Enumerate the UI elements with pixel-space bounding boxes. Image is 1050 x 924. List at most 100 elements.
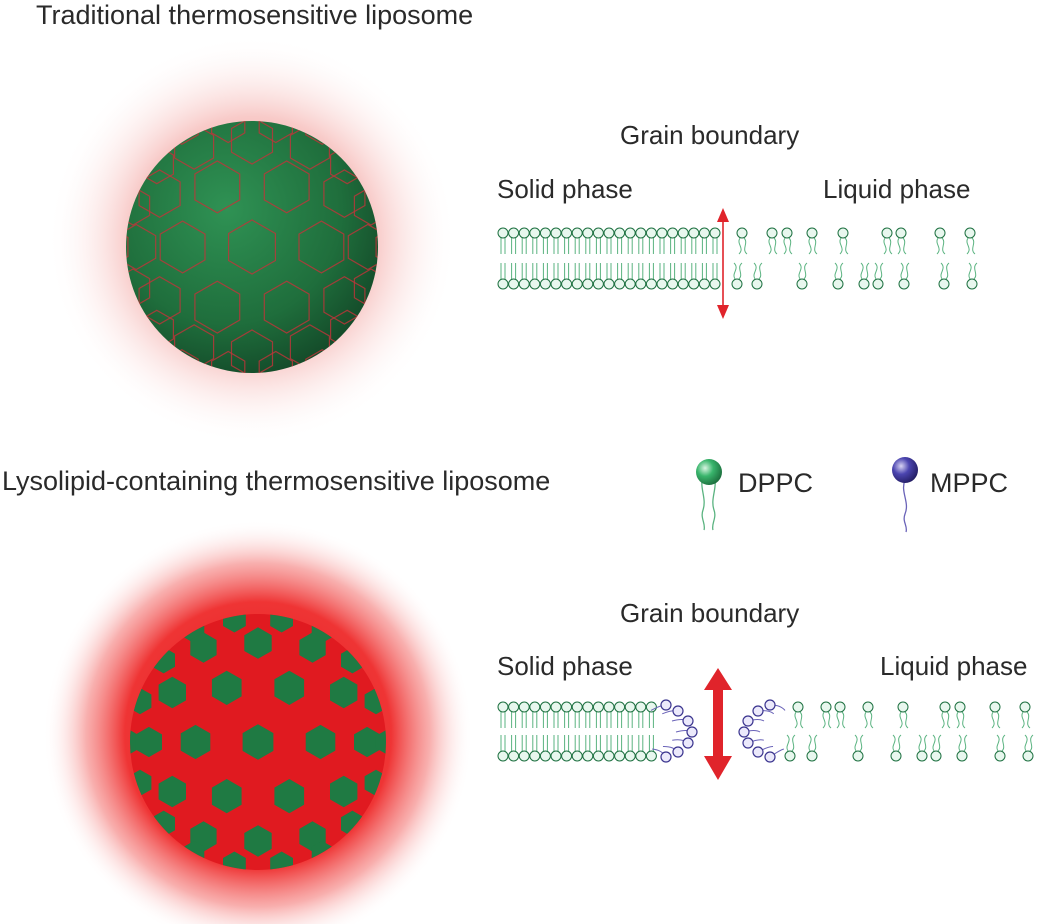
lipid [561, 701, 573, 728]
mppc-lipid [671, 715, 694, 727]
lipid [539, 735, 551, 762]
grain-cell [305, 724, 336, 760]
lipid [603, 263, 615, 290]
lipid [529, 735, 541, 762]
grain-outline [126, 227, 129, 267]
lipid [677, 263, 689, 290]
grain-outline [263, 160, 310, 214]
grain-cell [375, 730, 386, 754]
lipid [571, 227, 583, 254]
grain-cell [299, 632, 326, 663]
grain-outline [347, 223, 378, 271]
lipid [582, 227, 594, 254]
lipid [766, 227, 778, 255]
grain-cell [242, 724, 274, 760]
lipid [624, 735, 636, 762]
lipid [645, 227, 657, 254]
lipid [862, 701, 874, 729]
lipid [832, 262, 844, 290]
lipid [954, 701, 966, 729]
grain-outline [375, 227, 378, 267]
lipid [635, 701, 647, 728]
lipid [635, 227, 647, 254]
lipid [592, 263, 604, 290]
lipid [934, 227, 946, 255]
lipid [667, 227, 679, 254]
grain-outline [258, 121, 293, 144]
grain-outline [138, 169, 181, 218]
lipid [497, 701, 509, 728]
top-panel-title: Traditional thermosensitive liposome [36, 0, 474, 30]
grain-cell [270, 851, 293, 870]
traditional-liposome [47, 35, 457, 445]
grain-cell [190, 632, 217, 663]
lipid [582, 263, 594, 290]
lipid [561, 735, 573, 762]
grain-cell [211, 670, 242, 705]
lipid [603, 227, 615, 254]
mppc-lipid [752, 705, 775, 717]
lipid [497, 263, 509, 290]
lipid [897, 701, 909, 729]
mppc-lipid [662, 705, 684, 717]
lipid [956, 734, 968, 762]
lipid [624, 263, 636, 290]
lipid [645, 735, 657, 762]
lipid [635, 263, 647, 290]
lipid [614, 227, 626, 254]
lipid [792, 701, 804, 729]
lipid [624, 227, 636, 254]
lipid [806, 227, 818, 255]
grain-cell [158, 676, 186, 709]
lipid [539, 701, 551, 728]
lipid [571, 701, 583, 728]
legend-dppc-label: DPPC [738, 468, 814, 498]
legend [696, 457, 918, 533]
mppc-lipid [742, 715, 765, 727]
lipid [603, 701, 615, 728]
lipid [930, 734, 942, 762]
lipid [635, 735, 647, 762]
lipid [806, 734, 818, 762]
lipid [852, 734, 864, 762]
lipid [497, 735, 509, 762]
lipid [989, 701, 1001, 729]
lipid [834, 701, 846, 729]
lipid [698, 263, 710, 290]
lipid [508, 735, 520, 762]
lipid [529, 263, 541, 290]
lipid [550, 263, 562, 290]
lipid [582, 735, 594, 762]
lipid [656, 227, 668, 254]
grain-outline [126, 223, 157, 271]
lipid [539, 227, 551, 254]
lipid [614, 701, 626, 728]
grain-outline [211, 350, 246, 373]
lipid [872, 262, 884, 290]
lipid [688, 227, 700, 254]
grain-cell [244, 825, 272, 857]
lipid [709, 263, 721, 290]
grain-cell [244, 627, 272, 659]
lipid [571, 735, 583, 762]
grain-outline [298, 220, 345, 274]
mppc-lipid [662, 746, 684, 758]
legend-mppc-label: MPPC [930, 468, 1009, 498]
lipid [784, 734, 796, 762]
mppc-lipid [752, 746, 774, 758]
lipid [688, 263, 700, 290]
lipid [582, 701, 594, 728]
grain-outline [194, 160, 241, 214]
bottom-panel-title: Lysolipid-containing thermosensitive lip… [2, 466, 551, 496]
lipid [571, 263, 583, 290]
lipid [677, 227, 689, 254]
grain-cell [130, 730, 141, 754]
grain-outline [305, 349, 340, 373]
grain-cell [330, 775, 358, 808]
top-liposome-sphere [126, 121, 378, 373]
grain-cell [274, 779, 305, 814]
mppc-lipid [650, 699, 672, 711]
grain-cell [270, 614, 293, 633]
grain-outline [164, 349, 199, 373]
